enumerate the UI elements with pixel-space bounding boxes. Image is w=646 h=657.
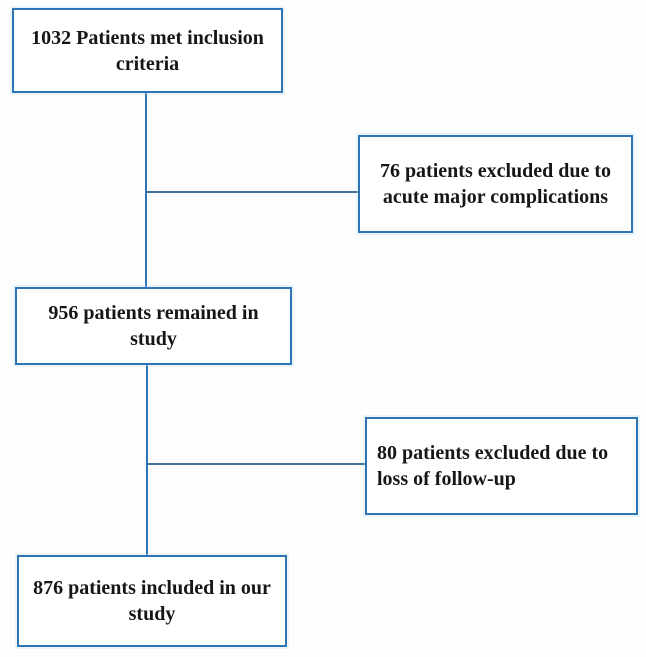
connector-remained-to-included [146, 365, 148, 555]
connector-inclusion-to-remained [145, 93, 147, 287]
flow-node-excluded-followup: 80 patients excluded due to loss of foll… [365, 417, 638, 515]
flow-node-included-in-study-label: 876 patients included in our study [33, 577, 271, 625]
flow-node-inclusion-criteria: 1032 Patients met inclusion criteria [12, 8, 283, 93]
flow-node-remained-in-study-label: 956 patients remained in study [48, 302, 259, 350]
connector-branch-excluded-complications [146, 191, 358, 193]
flow-node-remained-in-study: 956 patients remained in study [15, 287, 292, 365]
flow-node-included-in-study: 876 patients included in our study [17, 555, 287, 647]
flow-node-excluded-followup-label: 80 patients excluded due to loss of foll… [377, 442, 609, 490]
flow-node-excluded-complications-label: 76 patients excluded due to acute major … [379, 160, 612, 208]
flow-node-inclusion-criteria-label: 1032 Patients met inclusion criteria [31, 26, 264, 75]
connector-branch-excluded-followup [147, 463, 365, 465]
flow-node-excluded-complications: 76 patients excluded due to acute major … [358, 135, 633, 233]
